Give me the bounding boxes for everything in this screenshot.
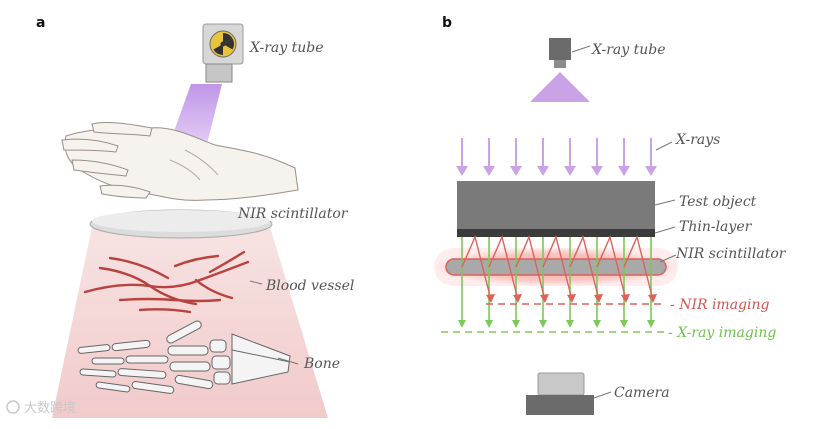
scintillator-a-label: NIR scintillator [237, 206, 349, 222]
blood-vessels [83, 250, 250, 314]
watermark: 大数跨境 [6, 400, 76, 416]
xray-tube-a [202, 23, 244, 83]
xray-tube-b-label: X-ray tube [591, 42, 666, 58]
bone-label: Bone [303, 356, 340, 372]
panel-b-label: b [442, 15, 452, 31]
thin-layer-label: Thin-layer [679, 219, 753, 235]
bones [77, 320, 291, 394]
xray-imaging-label: - X-ray imaging [668, 325, 776, 341]
watermark-text: 大数跨境 [24, 401, 76, 416]
xray-arrows [456, 138, 657, 176]
nir-arrowheads [486, 294, 657, 303]
nir-imaging-paths [461, 234, 653, 297]
xray-source-cone [530, 72, 590, 102]
camera-label: Camera [614, 385, 670, 401]
xray-tube-a-label: X-ray tube [249, 40, 324, 56]
panel-a: a X-ray tube [6, 15, 354, 418]
thin-layer [457, 229, 655, 237]
camera-lens [537, 372, 585, 396]
radiation-icon [213, 33, 234, 55]
panel-b: b X-ray tube X-rays Test object Thin-lay… [434, 15, 787, 415]
watermark-icon [6, 400, 20, 414]
test-object [457, 181, 655, 229]
nir-scintillator [445, 258, 667, 276]
scintillator-b-label: NIR scintillator [675, 246, 787, 262]
xrays-label: X-rays [675, 132, 720, 148]
test-object-label: Test object [679, 194, 757, 210]
hand [61, 122, 299, 201]
nir-emission-cone [52, 227, 328, 418]
xray-imaging-paths [458, 237, 655, 328]
blood-vessel-label: Blood vessel [265, 278, 354, 294]
panel-a-label: a [36, 15, 45, 31]
nir-imaging-label: - NIR imaging [670, 297, 770, 313]
camera-body [526, 395, 594, 415]
xray-tube-b [549, 38, 571, 60]
